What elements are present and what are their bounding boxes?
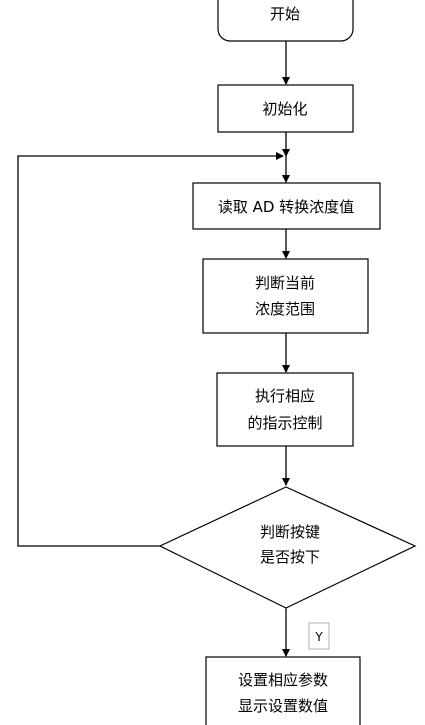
key-check-decision: 判断按键 是否按下 (158, 486, 417, 609)
read-ad-node: 读取 AD 转换浓度值 (192, 182, 381, 230)
judge-range-line1: 判断当前 (255, 274, 315, 292)
yes-label-box: Y (308, 622, 330, 650)
set-params-line2: 显示设置数值 (238, 697, 328, 715)
execute-line2: 的指示控制 (247, 414, 322, 432)
judge-range-node: 判断当前 浓度范围 (202, 258, 369, 334)
set-params-node: 设置相应参数 显示设置数值 (205, 656, 361, 725)
loop-back-line (17, 152, 284, 547)
init-label: 初始化 (262, 100, 307, 118)
start-label: 开始 (270, 5, 300, 23)
start-node: 开始 (217, 0, 354, 42)
yes-label: Y (314, 630, 323, 644)
set-params-line1: 设置相应参数 (238, 671, 328, 689)
execute-line1: 执行相应 (255, 387, 315, 405)
execute-node: 执行相应 的指示控制 (216, 372, 354, 447)
key-check-line2: 是否按下 (260, 548, 320, 566)
key-check-line1: 判断按键 (260, 523, 320, 541)
read-ad-label: 读取 AD 转换浓度值 (218, 198, 354, 216)
init-node: 初始化 (217, 84, 354, 133)
judge-range-line2: 浓度范围 (255, 300, 315, 318)
